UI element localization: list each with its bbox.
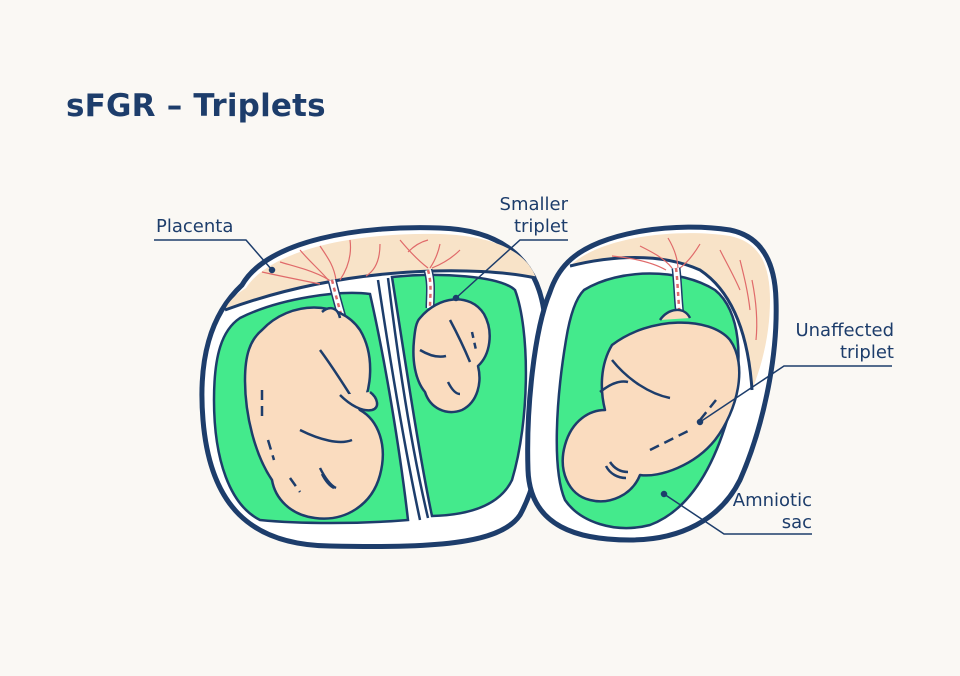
sac-divider-inner	[386, 277, 430, 519]
umbilical-cord-b	[423, 268, 435, 309]
fetus-a	[243, 306, 385, 520]
label-amniotic-line2: sac	[781, 512, 812, 533]
right-placenta-vessels	[611, 237, 758, 341]
label-unaffected-line2: triplet	[839, 342, 894, 363]
sac-divider	[376, 279, 422, 521]
leader-placenta	[154, 239, 273, 271]
leader-amniotic	[663, 493, 812, 535]
label-unaffected-line1: Unaffected	[795, 320, 894, 341]
label-unaffected-triplet: Unaffected triplet	[760, 320, 894, 364]
right-placenta	[570, 233, 770, 390]
diagram-title: sFGR – Triplets	[66, 88, 326, 124]
leader-lines	[154, 239, 892, 535]
left-placenta-edge	[224, 269, 537, 312]
leader-unaffected	[699, 365, 892, 423]
label-amniotic-line1: Amniotic	[732, 490, 812, 511]
label-amniotic-sac: Amniotic sac	[700, 490, 812, 534]
label-placenta: Placenta	[156, 216, 233, 238]
fetus-c	[561, 308, 741, 503]
leader-smaller	[455, 239, 568, 299]
label-smaller-line2: triplet	[513, 216, 568, 237]
right-placenta-edge	[569, 256, 754, 391]
label-smaller-triplet: Smaller triplet	[486, 194, 568, 238]
fetus-b	[412, 298, 491, 414]
label-smaller-line1: Smaller	[499, 194, 568, 215]
left-placenta-vessels	[261, 239, 461, 285]
label-placenta-text: Placenta	[156, 216, 234, 237]
